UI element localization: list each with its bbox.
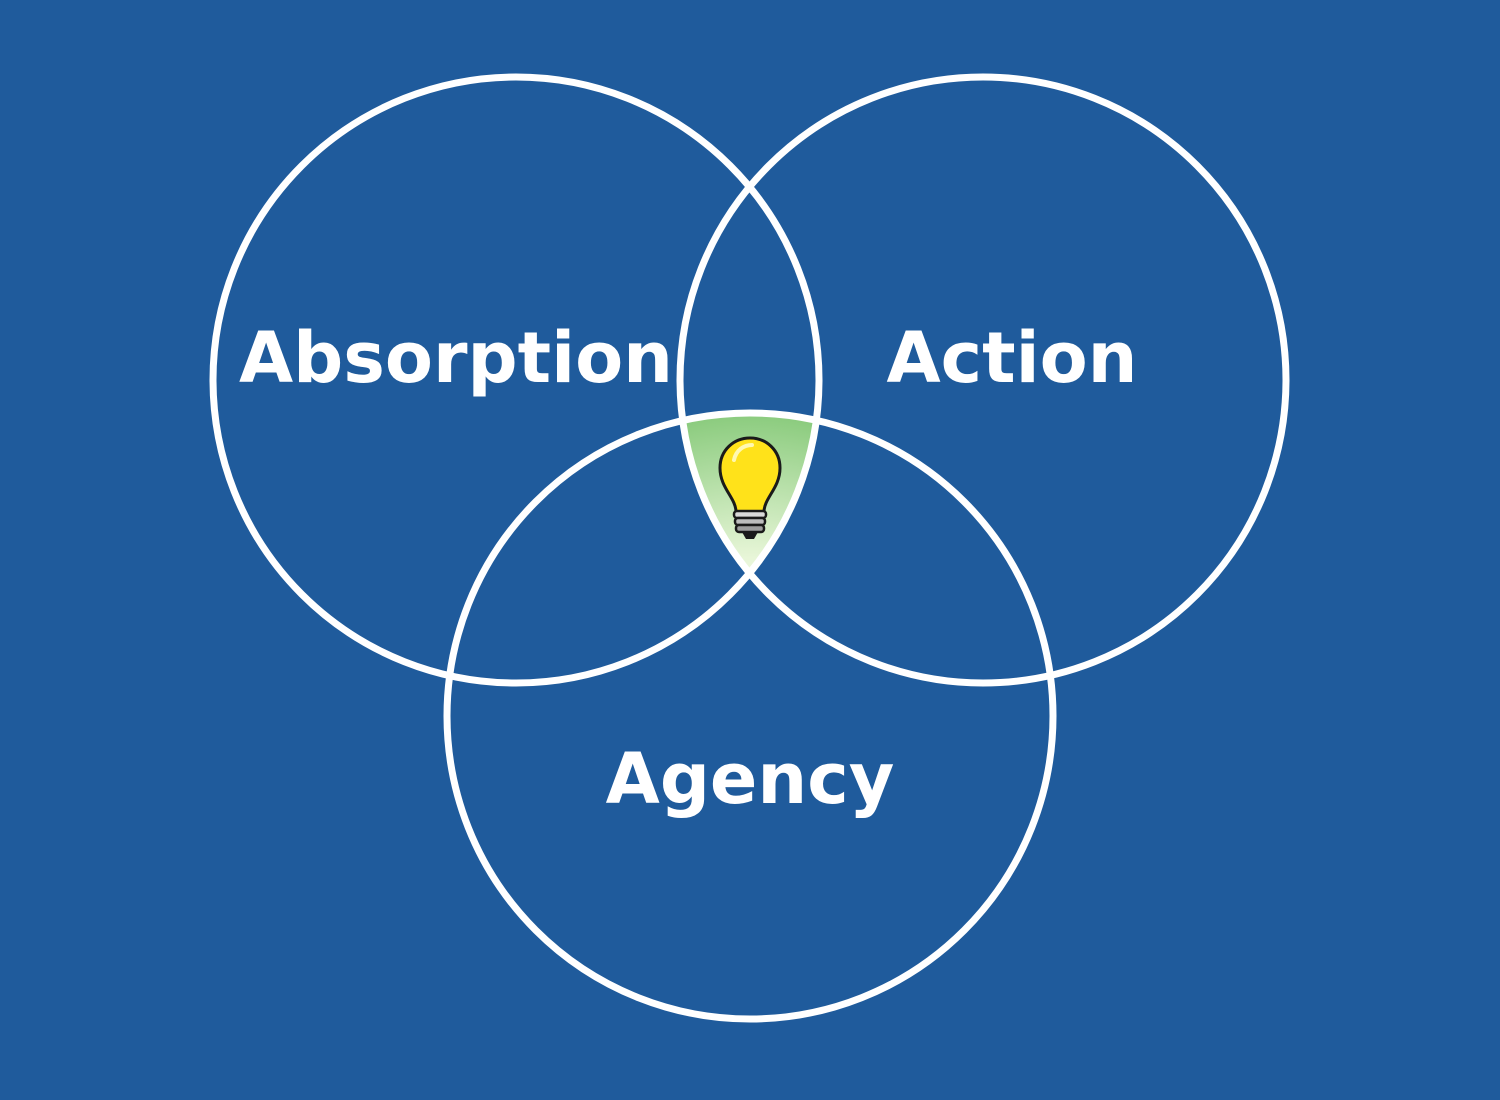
absorption-circle	[209, 73, 823, 687]
action-circle	[676, 73, 1290, 687]
absorption-label: Absorption	[239, 317, 673, 399]
lightbulb-icon	[718, 436, 782, 539]
agency-circle	[443, 409, 1057, 1023]
agency-label: Agency	[606, 738, 895, 820]
action-label: Action	[886, 317, 1137, 399]
